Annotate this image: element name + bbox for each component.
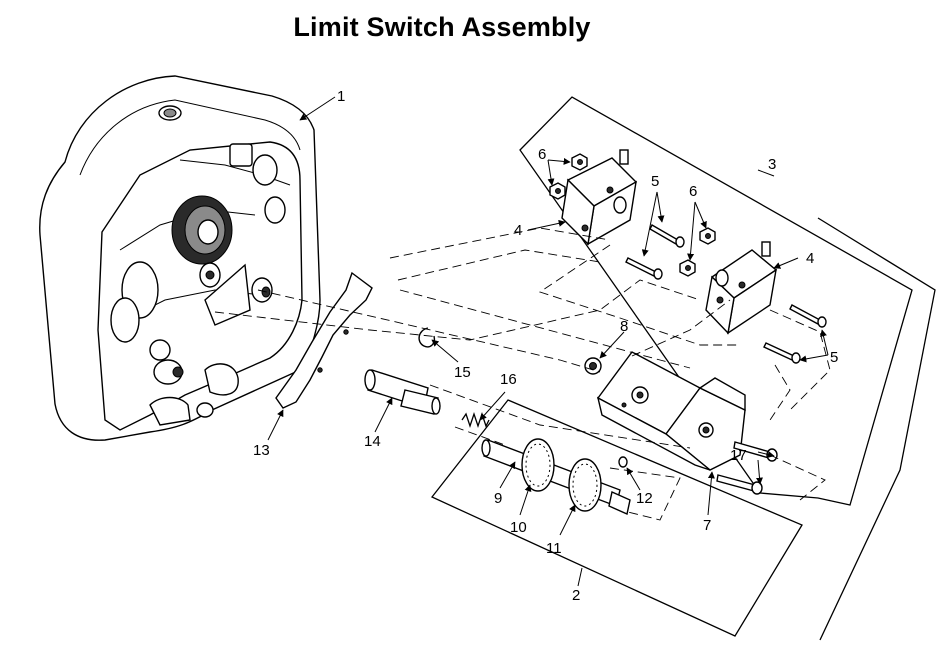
- callout-6-lower: 6: [689, 183, 697, 200]
- cam-disc-10: [521, 438, 555, 492]
- callout-6-upper: 6: [538, 146, 546, 163]
- callout-14: 14: [364, 433, 381, 450]
- mounting-bracket: [596, 351, 746, 471]
- callout-12: 12: [636, 490, 653, 507]
- callout-9: 9: [494, 490, 502, 507]
- callout-5-lower: 5: [830, 349, 838, 366]
- housing: [39, 75, 321, 441]
- alignment-dashed-lines: [214, 227, 831, 521]
- spring: [461, 411, 490, 429]
- cam-disc-11: [568, 458, 602, 512]
- screws: [625, 224, 827, 364]
- bushing: [584, 357, 602, 375]
- callout-17: 17: [730, 447, 747, 464]
- drive-shaft: [364, 369, 441, 415]
- panel-frame-right: [817, 217, 936, 641]
- callout-7: 7: [703, 517, 711, 534]
- callout-10: 10: [510, 519, 527, 536]
- callout-4-upper: 4: [514, 222, 522, 239]
- callout-labels: 1 2 3 4 4 5 5 6 6 7 8 9 10 11 12 13 14 1…: [253, 88, 838, 604]
- callout-1: 1: [337, 88, 345, 105]
- callout-15: 15: [454, 364, 471, 381]
- callout-2: 2: [572, 587, 580, 604]
- gasket: [275, 271, 373, 409]
- cam-shaft: [481, 439, 631, 515]
- limit-switch-lower: [705, 241, 778, 335]
- limit-switch-upper: [561, 149, 638, 246]
- callout-3: 3: [768, 156, 776, 173]
- callout-16: 16: [500, 371, 517, 388]
- callout-8: 8: [620, 318, 628, 335]
- bracket-screws: [716, 441, 778, 495]
- callout-5-upper: 5: [651, 173, 659, 190]
- shaft-assembly-panel: [430, 399, 803, 637]
- leader-lines: [267, 96, 829, 587]
- callout-13: 13: [253, 442, 270, 459]
- diagram-title: Limit Switch Assembly: [293, 12, 591, 42]
- nuts: [549, 153, 716, 277]
- retaining-clip-12: [618, 456, 628, 468]
- callout-11: 11: [546, 540, 562, 557]
- retaining-ring: [418, 327, 436, 348]
- callout-4-lower: 4: [806, 250, 814, 267]
